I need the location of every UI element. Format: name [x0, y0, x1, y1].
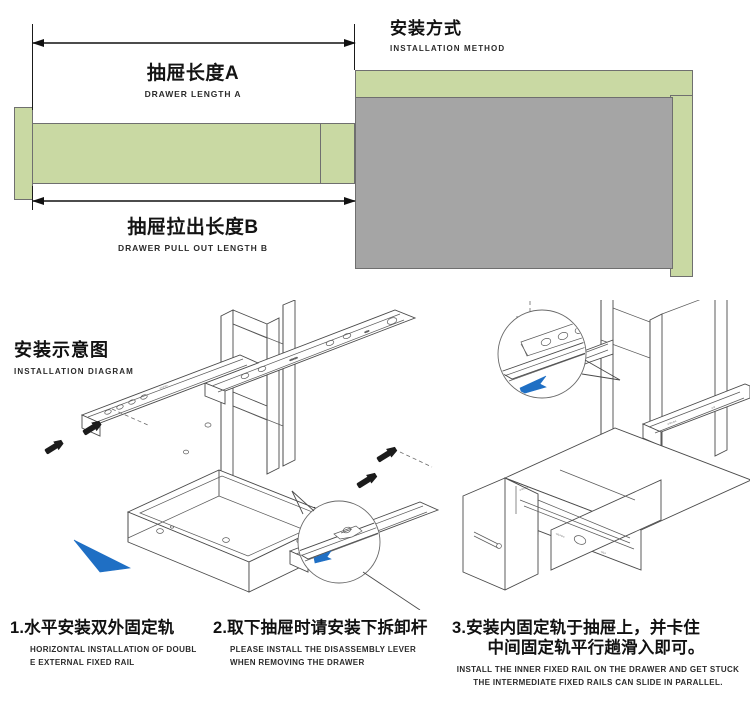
step-1-caption: 1.水平安装双外固定轨 HORIZONTAL INSTALLATION OF D…: [10, 618, 215, 669]
step-1-number: 1.: [10, 619, 25, 637]
step-3-number: 3.: [452, 619, 467, 637]
installation-line-drawing: ◦▫◦▫◦ ◦▫◦ ◦▫◦▫◦: [44, 300, 750, 610]
step-1-desc: HORIZONTAL INSTALLATION OF DOUBL E EXTER…: [30, 643, 215, 669]
drawer-front-panel: [14, 107, 33, 200]
step-2-number: 2.: [213, 619, 228, 637]
step-2-desc-line-1: PLEASE INSTALL THE DISASSEMBLY LEVER: [230, 645, 417, 654]
cabinet-frame-left: [220, 300, 296, 482]
installation-diagram-title-group: 安装示意图 INSTALLATION DIAGRAM: [14, 336, 134, 376]
installation-method-title-group: 安装方式 INSTALLATION METHOD: [390, 14, 505, 53]
dimension-b-label-group: 抽屉拉出长度B DRAWER PULL OUT LENGTH B: [32, 212, 354, 253]
svg-text:◦▫◦▫◦: ◦▫◦▫◦: [159, 383, 170, 392]
dimension-arrow-a: [32, 39, 356, 47]
dimension-b-label-cn: 抽屉拉出长度B: [127, 217, 259, 238]
svg-text:◦▫: ◦▫: [711, 405, 717, 412]
svg-text:◦▫◦: ◦▫◦: [599, 549, 607, 557]
outer-rail-upper: ◦▫◦▫◦ ◦▫◦: [203, 309, 417, 405]
step-1-title-cn: 水平安装双外固定轨: [24, 619, 175, 637]
svg-text:◦▫◦▫◦: ◦▫◦▫◦: [519, 485, 530, 494]
blue-pull-arrow: [73, 539, 132, 573]
step-3-title-cn-line-1: 安装内固定轨于抽屉上，并卡住: [466, 619, 700, 637]
step-3-desc-line-2: THE INTERMEDIATE FIXED RAILS CAN SLIDE I…: [473, 678, 723, 687]
step-1-title: 1.水平安装双外固定轨: [10, 618, 215, 638]
witness-line-right-a: [354, 24, 355, 70]
step-3-desc-line-1: INSTALL THE INNER FIXED RAIL ON THE DRAW…: [456, 665, 740, 674]
step-3-title-cn-line-2: 中间固定轨平行趟滑入即可。: [487, 639, 705, 657]
cabinet-body: [355, 97, 673, 269]
detail-circle-upper: [497, 309, 621, 399]
svg-text:◦▫◦: ◦▫◦: [364, 328, 371, 336]
cabinet-side-panel: [670, 95, 693, 277]
step-2-title-cn: 取下抽屉时请安装下拆卸杆: [227, 619, 428, 637]
drawer-rail-extended: [32, 123, 321, 184]
svg-text:◦▫◦▫◦: ◦▫◦▫◦: [554, 531, 565, 540]
installation-diagram-title-cn: 安装示意图: [14, 340, 109, 360]
svg-text:◦▫◦▫◦: ◦▫◦▫◦: [667, 419, 678, 428]
dimension-a-label-en: DRAWER LENGTH A: [144, 89, 242, 99]
svg-text:◦▫◦▫◦: ◦▫◦▫◦: [289, 355, 300, 364]
step-2-title: 2.取下抽屉时请安装下拆卸杆: [213, 618, 435, 638]
installation-diagram-title-en: INSTALLATION DIAGRAM: [14, 367, 134, 376]
step-3-caption: 3.安装内固定轨于抽屉上，并卡住 中间固定轨平行趟滑入即可。 INSTALL T…: [452, 618, 744, 689]
step-2-caption: 2.取下抽屉时请安装下拆卸杆 PLEASE INSTALL THE DISASS…: [213, 618, 435, 669]
installation-method-title-cn: 安装方式: [390, 19, 462, 38]
cabinet-top-panel: [355, 70, 693, 99]
step-3-desc: INSTALL THE INNER FIXED RAIL ON THE DRAW…: [452, 663, 744, 689]
detail-circle-lower: [291, 490, 421, 610]
dimension-a-label-group: 抽屉长度A DRAWER LENGTH A: [32, 58, 354, 99]
drawer-box-right: ◦▫◦▫◦ ◦▫◦▫◦ ◦▫◦: [462, 427, 750, 591]
drawer-rail-inside: [320, 123, 355, 184]
step-2-desc: PLEASE INSTALL THE DISASSEMBLY LEVER WHE…: [230, 643, 435, 669]
witness-line-left-b: [32, 186, 33, 210]
installation-method-section: 抽屉长度A DRAWER LENGTH A 抽屉拉出长度B DRAWER PUL…: [0, 0, 750, 295]
step-1-desc-line-2: E EXTERNAL FIXED RAIL: [30, 658, 135, 667]
dimension-b-label-en: DRAWER PULL OUT LENGTH B: [118, 243, 268, 253]
installation-method-title-en: INSTALLATION METHOD: [390, 44, 506, 53]
step-2-desc-line-2: WHEN REMOVING THE DRAWER: [230, 658, 365, 667]
dimension-arrow-b: [32, 197, 356, 205]
witness-line-left-a: [32, 24, 33, 110]
outer-rail-middle: ◦▫◦▫◦: [80, 354, 260, 437]
step-1-desc-line-1: HORIZONTAL INSTALLATION OF DOUBL: [30, 645, 197, 654]
step-3-title: 3.安装内固定轨于抽屉上，并卡住: [452, 618, 744, 638]
dimension-a-label-cn: 抽屉长度A: [146, 63, 240, 84]
